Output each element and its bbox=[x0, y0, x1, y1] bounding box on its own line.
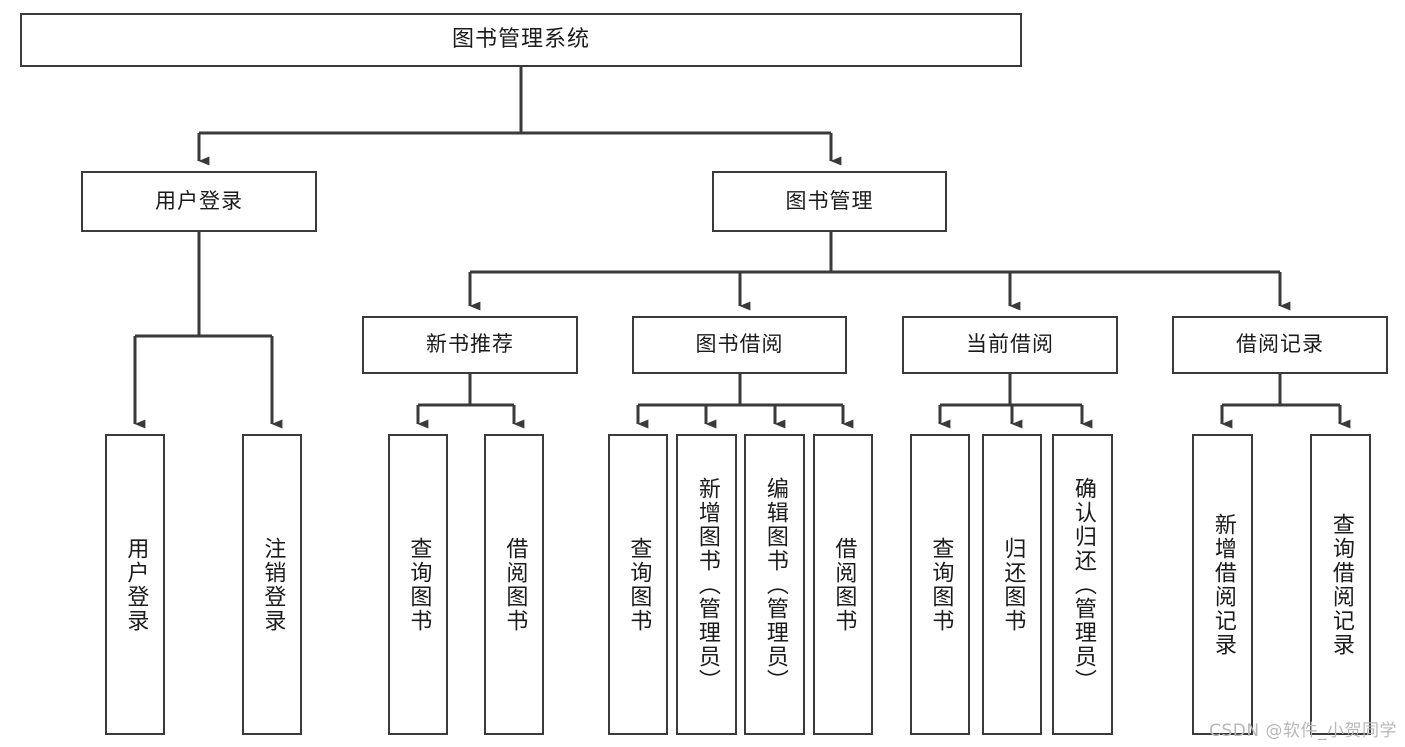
leaf-borrow-book-label: 借阅图书 bbox=[831, 536, 857, 633]
node-new-book-recommend[interactable]: 新书推荐 bbox=[362, 316, 578, 374]
leaf-add-book-admin-label: 新增图书（管理员） bbox=[694, 476, 720, 693]
node-borrow-record[interactable]: 借阅记录 bbox=[1172, 316, 1388, 374]
leaf-user-login[interactable]: 用户登录 bbox=[105, 434, 165, 735]
leaf-user-login-label: 用户登录 bbox=[123, 536, 149, 633]
leaf-query-book-borrow-label: 查询图书 bbox=[626, 536, 652, 633]
leaf-query-book-new[interactable]: 查询图书 bbox=[388, 434, 448, 735]
leaf-return-book-label: 归还图书 bbox=[1000, 536, 1026, 633]
leaf-query-borrow-record[interactable]: 查询借阅记录 bbox=[1310, 434, 1371, 735]
leaf-edit-book-admin[interactable]: 编辑图书（管理员） bbox=[744, 434, 805, 735]
node-new-book-recommend-label: 新书推荐 bbox=[426, 332, 514, 357]
leaf-add-borrow-record[interactable]: 新增借阅记录 bbox=[1192, 434, 1253, 735]
csdn-watermark: CSDN @软件_小贺同学 bbox=[1209, 721, 1397, 741]
node-user-login-label: 用户登录 bbox=[155, 188, 243, 213]
leaf-add-borrow-record-label: 新增借阅记录 bbox=[1210, 512, 1236, 657]
node-borrow-record-label: 借阅记录 bbox=[1236, 332, 1324, 357]
leaf-return-book[interactable]: 归还图书 bbox=[982, 434, 1042, 735]
node-root[interactable]: 图书管理系统 bbox=[20, 13, 1022, 67]
node-current-borrow[interactable]: 当前借阅 bbox=[902, 316, 1118, 374]
node-root-label: 图书管理系统 bbox=[451, 26, 590, 52]
node-current-borrow-label: 当前借阅 bbox=[966, 332, 1054, 357]
leaf-query-book-current-label: 查询图书 bbox=[928, 536, 954, 633]
leaf-query-book-borrow[interactable]: 查询图书 bbox=[608, 434, 668, 735]
leaf-borrow-book-new-label: 借阅图书 bbox=[502, 536, 528, 633]
leaf-confirm-return-admin-label: 确认归还（管理员） bbox=[1070, 476, 1096, 693]
leaf-logout-login-label: 注销登录 bbox=[260, 536, 286, 633]
leaf-confirm-return-admin[interactable]: 确认归还（管理员） bbox=[1052, 434, 1113, 735]
leaf-borrow-book[interactable]: 借阅图书 bbox=[813, 434, 873, 735]
leaf-borrow-book-new[interactable]: 借阅图书 bbox=[484, 434, 544, 735]
leaf-query-book-new-label: 查询图书 bbox=[406, 536, 432, 633]
node-book-borrow[interactable]: 图书借阅 bbox=[632, 316, 847, 374]
node-book-manage-label: 图书管理 bbox=[785, 188, 874, 213]
leaf-add-book-admin[interactable]: 新增图书（管理员） bbox=[676, 434, 737, 735]
leaf-query-book-current[interactable]: 查询图书 bbox=[910, 434, 970, 735]
leaf-logout-login[interactable]: 注销登录 bbox=[242, 434, 302, 735]
node-book-borrow-label: 图书借阅 bbox=[695, 332, 784, 357]
node-user-login[interactable]: 用户登录 bbox=[81, 171, 317, 232]
node-book-manage[interactable]: 图书管理 bbox=[712, 171, 947, 232]
leaf-query-borrow-record-label: 查询借阅记录 bbox=[1328, 512, 1354, 657]
leaf-edit-book-admin-label: 编辑图书（管理员） bbox=[762, 476, 788, 693]
